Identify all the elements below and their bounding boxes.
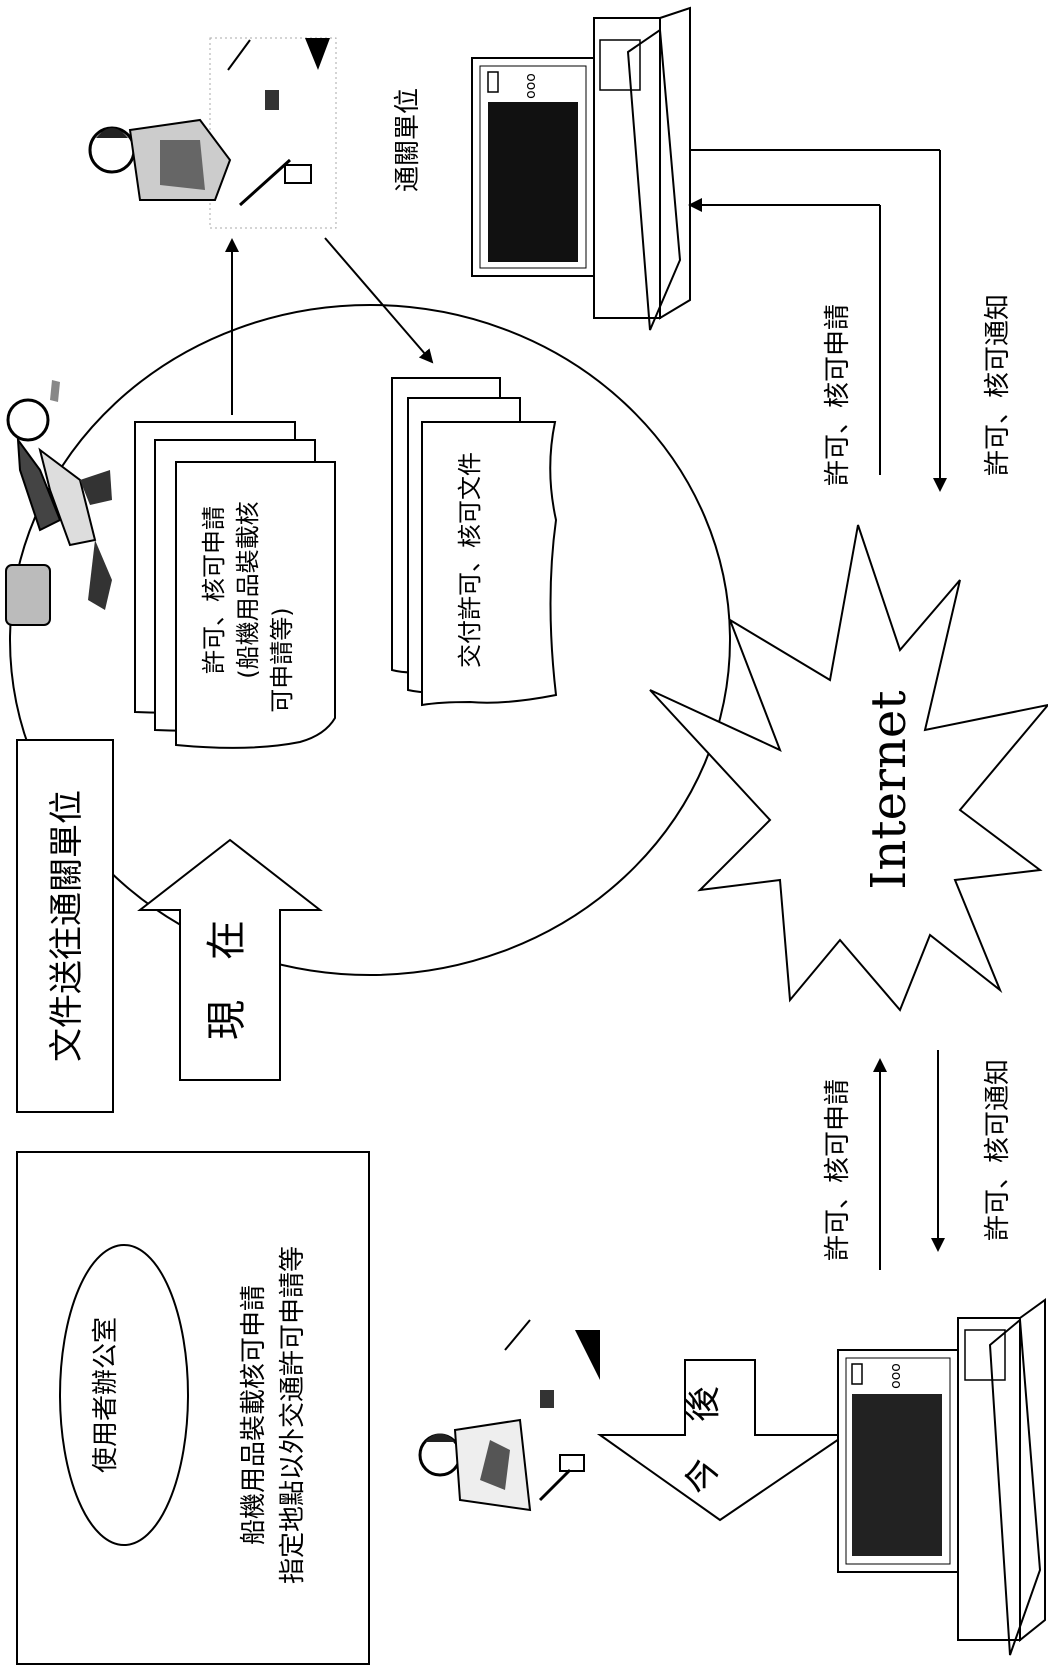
document-flow-ellipse [9, 304, 731, 976]
customs-officer-icon [88, 37, 337, 229]
application-line-3: 可申請等) [268, 607, 296, 712]
delivery-label: 交付許可、核可文件 [456, 452, 484, 668]
now-arrow: 現 在 [137, 838, 323, 1081]
user-person-icon [418, 1319, 600, 1512]
office-line-1: 船機用品裝載核可申請 [239, 1285, 269, 1545]
user-computer-buttons: ooo [888, 1363, 904, 1389]
internet-cloud: Internet [649, 524, 1048, 1012]
future-label: 今 後 [683, 1386, 724, 1494]
send-docs-label-top: 文件送往通關單位 [47, 790, 87, 1062]
left-arrows [873, 1050, 945, 1270]
now-label: 現 在 [204, 920, 250, 1040]
user-computer-icon: ooo [837, 1298, 1046, 1656]
customs-unit-label: 通關單位 [393, 88, 423, 192]
arrow-to-delivery [324, 237, 434, 364]
application-line-2: (船機用品裝載核 [234, 501, 262, 678]
customs-computer-buttons: ooo [523, 73, 539, 99]
application-line-1: 許可、核可申請 [200, 506, 228, 674]
right-request-label: 許可、核可申請 [823, 304, 853, 486]
courier-person-icon [5, 380, 112, 626]
customs-computer-icon: ooo [471, 6, 691, 331]
right-arrows [688, 149, 947, 492]
left-notice-label: 許可、核可通知 [983, 1059, 1013, 1241]
internet-label: Internet [861, 690, 917, 889]
user-office-ellipse [59, 1244, 189, 1546]
application-docs-stack: 許可、核可申請 (船機用品裝載核 可申請等) [134, 421, 336, 749]
user-office-box: 使用者辦公室 船機用品裝載核可申請 指定地點以外交通許可申請等 [16, 1151, 370, 1665]
user-office-title: 使用者辦公室 [91, 1317, 121, 1473]
future-arrow: 今 後 [596, 1359, 849, 1522]
delivery-docs-stack: 交付許可、核可文件 [391, 377, 558, 707]
right-notice-label: 許可、核可通知 [983, 294, 1013, 476]
office-line-2: 指定地點以外交通許可申請等 [278, 1246, 308, 1584]
left-request-label: 許可、核可申請 [823, 1079, 853, 1261]
